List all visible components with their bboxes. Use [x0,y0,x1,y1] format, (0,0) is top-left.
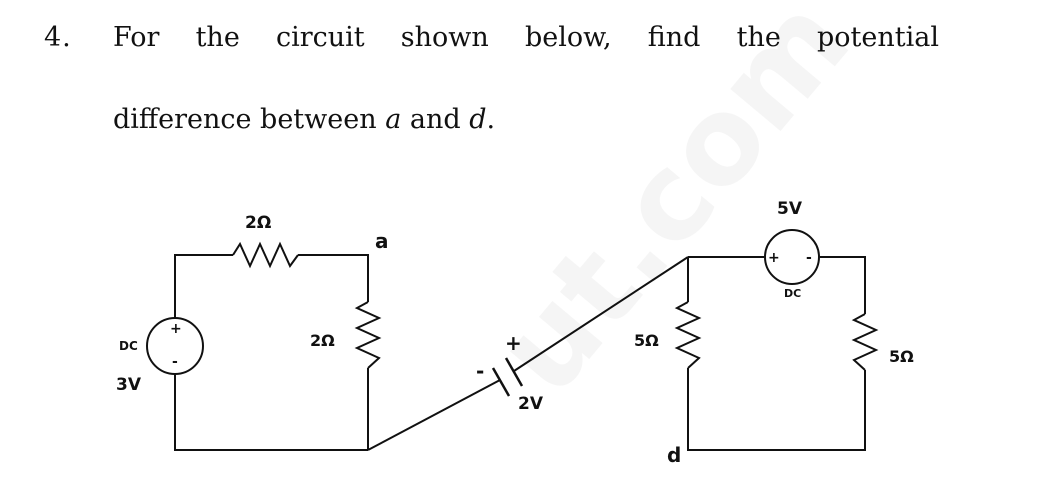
source-left-dc: DC [119,339,138,353]
resistor-right2-label: 5Ω [889,347,914,366]
question-text-suffix: . [486,104,496,135]
source-left-minus: - [172,354,178,370]
node-a-label: a [375,229,389,253]
source-left-plus: + [170,321,182,337]
battery-2v [491,357,524,397]
resistor-top-label: 2Ω [245,213,271,233]
resistor-right2-5ohm [851,313,879,371]
source-top-plus: + [768,250,780,266]
source-left-label: 3V [116,375,142,395]
resistor-right1-5ohm [674,301,702,369]
source-top-label: 5V [777,199,803,219]
question-line-1: For the circuit shown below, find the potential [113,22,939,53]
question-word: find [647,22,701,53]
left-loop-wires [174,254,369,451]
diagonal-wire-lower [367,379,501,451]
node-d-label: d [667,443,681,467]
source-top-5v [764,229,820,285]
right-loop-wires [687,256,866,451]
question-node-a: a [385,104,402,135]
question-line-2: difference between a and d. [113,104,495,135]
question-word: the [195,22,240,53]
question-text-prefix: difference between [113,104,386,135]
battery-minus: - [476,359,484,383]
battery-plus: + [505,331,522,355]
question-word: the [736,22,781,53]
question-word: circuit [275,22,365,53]
resistor-right1-label: 5Ω [634,331,659,350]
question-text-mid: and [401,104,470,135]
question-word: below, [524,22,612,53]
question-word: shown [400,22,489,53]
source-top-minus: - [806,250,812,266]
question-word: For [113,22,160,53]
resistor-mid-label: 2Ω [310,331,335,350]
question-word: potential [816,22,939,53]
source-top-dc: DC [784,287,801,300]
diagonal-wire-upper [513,256,689,372]
battery-label: 2V [518,394,544,414]
question-node-d: d [469,104,487,135]
resistor-top-2ohm [232,241,299,269]
question-number: 4. [44,22,72,53]
resistor-mid-2ohm [354,301,382,369]
source-left-3v [146,317,204,375]
